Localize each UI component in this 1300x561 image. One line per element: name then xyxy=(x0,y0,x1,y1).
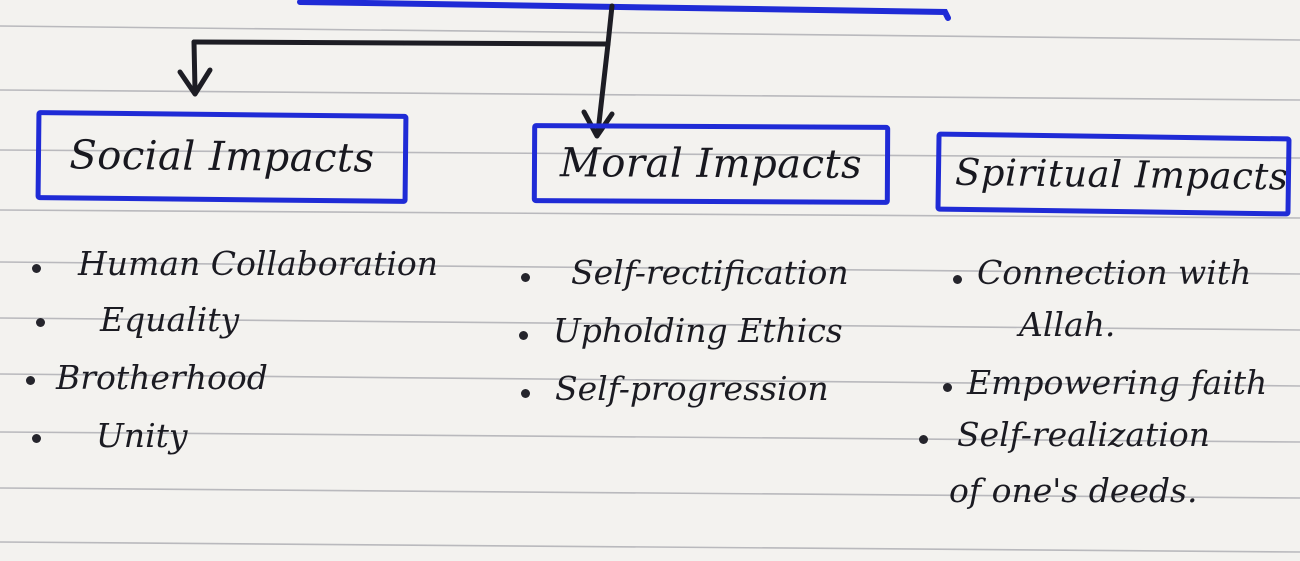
list-item: Self-realization xyxy=(919,415,1267,471)
bullet-icon xyxy=(521,273,530,282)
ruled-line xyxy=(0,89,1300,101)
list-item: Unity xyxy=(32,416,438,474)
bullet-icon xyxy=(519,331,528,340)
list-item-text: Connection with xyxy=(977,253,1252,292)
moral-impacts-list: Self-rectification Upholding Ethics Self… xyxy=(515,253,849,427)
arrow-center-head xyxy=(581,109,615,139)
arrow-left-shaft xyxy=(191,39,198,93)
list-item-text: Allah. xyxy=(1019,305,1116,344)
top-box-edge xyxy=(297,0,951,21)
bullet-icon xyxy=(32,434,41,443)
list-item-text: Equality xyxy=(100,300,240,339)
list-item: Equality xyxy=(36,300,438,358)
bullet-icon xyxy=(32,264,41,273)
list-item: Upholding Ethics xyxy=(519,311,849,369)
list-item-text: Upholding Ethics xyxy=(553,311,843,350)
arrow-left-head xyxy=(177,67,213,97)
list-item-text: Unity xyxy=(96,416,188,455)
list-item: Self-progression xyxy=(521,369,849,427)
social-impacts-list: Human Collaboration Equality Brotherhood… xyxy=(20,244,438,474)
list-item-text: Empowering faith xyxy=(967,363,1268,402)
ruled-line xyxy=(0,149,1300,159)
list-item-text: Self-realization xyxy=(957,415,1210,454)
connector-line xyxy=(191,3,615,47)
bullet-icon xyxy=(521,389,530,398)
ruled-line xyxy=(0,487,1300,499)
bullet-icon xyxy=(26,376,35,385)
bullet-icon xyxy=(953,275,962,284)
spiritual-impacts-heading: Spiritual Impacts xyxy=(935,131,1292,217)
list-item-continuation: Allah. xyxy=(1019,305,1267,363)
spiritual-impacts-list: Connection with Allah. Empowering faith … xyxy=(915,253,1267,523)
list-item: Brotherhood xyxy=(26,358,438,416)
arrow-center-shaft xyxy=(595,41,611,135)
list-item-text: Self-rectification xyxy=(571,253,849,292)
ruled-line xyxy=(0,541,1300,553)
ruled-line xyxy=(0,317,1300,331)
ruled-line xyxy=(0,25,1300,41)
list-item: Self-rectification xyxy=(521,253,849,311)
list-item: Connection with xyxy=(953,253,1267,305)
list-item-continuation: of one's deeds. xyxy=(949,471,1267,523)
ruled-line xyxy=(0,373,1300,387)
bullet-icon xyxy=(36,318,45,327)
list-item-text: of one's deeds. xyxy=(949,471,1198,510)
list-item: Empowering faith xyxy=(943,363,1268,415)
moral-impacts-heading: Moral Impacts xyxy=(531,123,891,205)
bullet-icon xyxy=(943,383,952,392)
social-impacts-heading: Social Impacts xyxy=(35,110,409,204)
list-item-text: Human Collaboration xyxy=(78,244,439,283)
ruled-line xyxy=(0,261,1300,275)
list-item-text: Brotherhood xyxy=(56,358,268,397)
list-item: Human Collaboration xyxy=(32,244,439,300)
ruled-line xyxy=(0,209,1300,219)
bullet-icon xyxy=(919,435,928,444)
list-item-text: Self-progression xyxy=(555,369,829,408)
ruled-line xyxy=(0,431,1300,443)
